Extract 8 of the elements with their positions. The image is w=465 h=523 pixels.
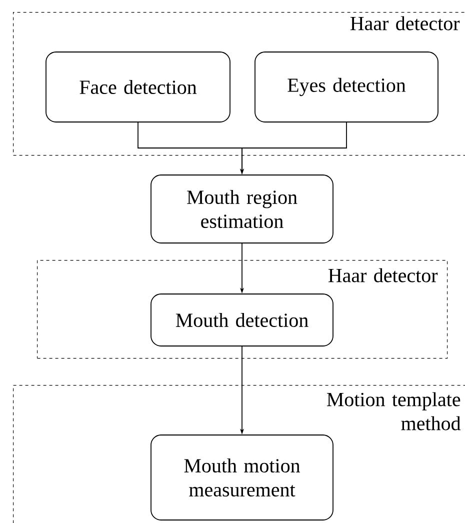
process-box: Mouth motion measurement	[150, 434, 334, 520]
group-label: Motion template method	[326, 392, 461, 430]
process-box: Mouth detection	[150, 294, 334, 346]
process-box: Face detection	[46, 52, 230, 122]
process-box: Mouth region estimation	[150, 174, 334, 244]
process-box: Eyes detection	[254, 52, 438, 122]
group-label: Haar detector	[328, 268, 438, 282]
group-label: Haar detector	[350, 16, 460, 30]
